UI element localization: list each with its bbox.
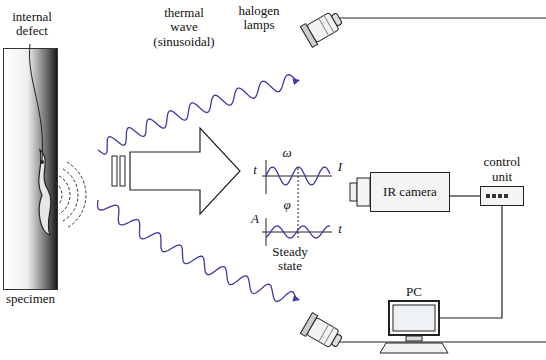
annotation: halogen lamps <box>228 4 290 33</box>
annotation: thermal wave (sinusoidal) <box>150 6 218 49</box>
lamp-cable <box>339 18 546 19</box>
node-label: specimen <box>6 292 55 306</box>
leader-dot <box>40 160 44 164</box>
annotation: Steady state <box>262 245 318 274</box>
signal-symbol: t <box>250 163 260 177</box>
plate <box>120 156 125 186</box>
signal-wave <box>266 167 330 185</box>
button <box>492 194 496 198</box>
pc-monitor: PC <box>388 300 440 336</box>
cable <box>440 206 502 318</box>
signal-axis <box>266 218 267 246</box>
button <box>486 194 490 198</box>
thermal-wave <box>98 200 296 301</box>
monitor <box>388 300 440 336</box>
annotation: internal defect <box>2 10 62 39</box>
defect-shape <box>39 150 51 235</box>
phase-marker <box>298 168 299 238</box>
node-label: IR camera <box>383 185 437 199</box>
heat-arc <box>59 176 70 214</box>
signal-symbol: φ <box>280 198 294 212</box>
button <box>504 194 508 198</box>
thermal-waves <box>98 75 301 304</box>
camera-lens <box>357 178 370 206</box>
camera-box: IR camera <box>370 172 450 212</box>
specimen-body <box>3 48 58 290</box>
lamp-cable <box>339 342 546 343</box>
heat-arc <box>67 162 86 228</box>
specimen-box: specimen <box>3 48 58 290</box>
keyboard <box>380 343 448 353</box>
halogen-lamp <box>300 8 345 48</box>
signal-symbol: ω <box>280 146 294 160</box>
heat-arc <box>58 183 62 207</box>
control-box <box>480 186 524 206</box>
signals <box>266 167 330 238</box>
plate <box>112 156 117 186</box>
thermal-wave <box>98 75 296 154</box>
halogen-lamp <box>300 313 345 353</box>
camera-lens <box>350 183 357 201</box>
signal-symbol: t <box>335 222 345 236</box>
heat-arc <box>63 169 78 221</box>
heat-front-outside <box>58 162 86 228</box>
signal-axis <box>266 160 267 194</box>
monitor-stand <box>406 336 422 341</box>
signal-wave <box>266 226 330 238</box>
signal-symbol: I <box>335 160 345 174</box>
control-box: control unit <box>480 186 524 206</box>
wave-arrowhead <box>292 295 301 304</box>
wave-arrowhead <box>292 77 300 85</box>
time-axis <box>262 176 332 177</box>
node-label: PC <box>394 285 434 299</box>
ir-arrow <box>130 128 240 214</box>
screen <box>393 305 435 331</box>
leader-line <box>29 44 42 160</box>
button <box>498 194 502 198</box>
node-label: control unit <box>473 155 531 184</box>
signal-symbol: A <box>249 212 261 226</box>
cable <box>450 195 480 196</box>
